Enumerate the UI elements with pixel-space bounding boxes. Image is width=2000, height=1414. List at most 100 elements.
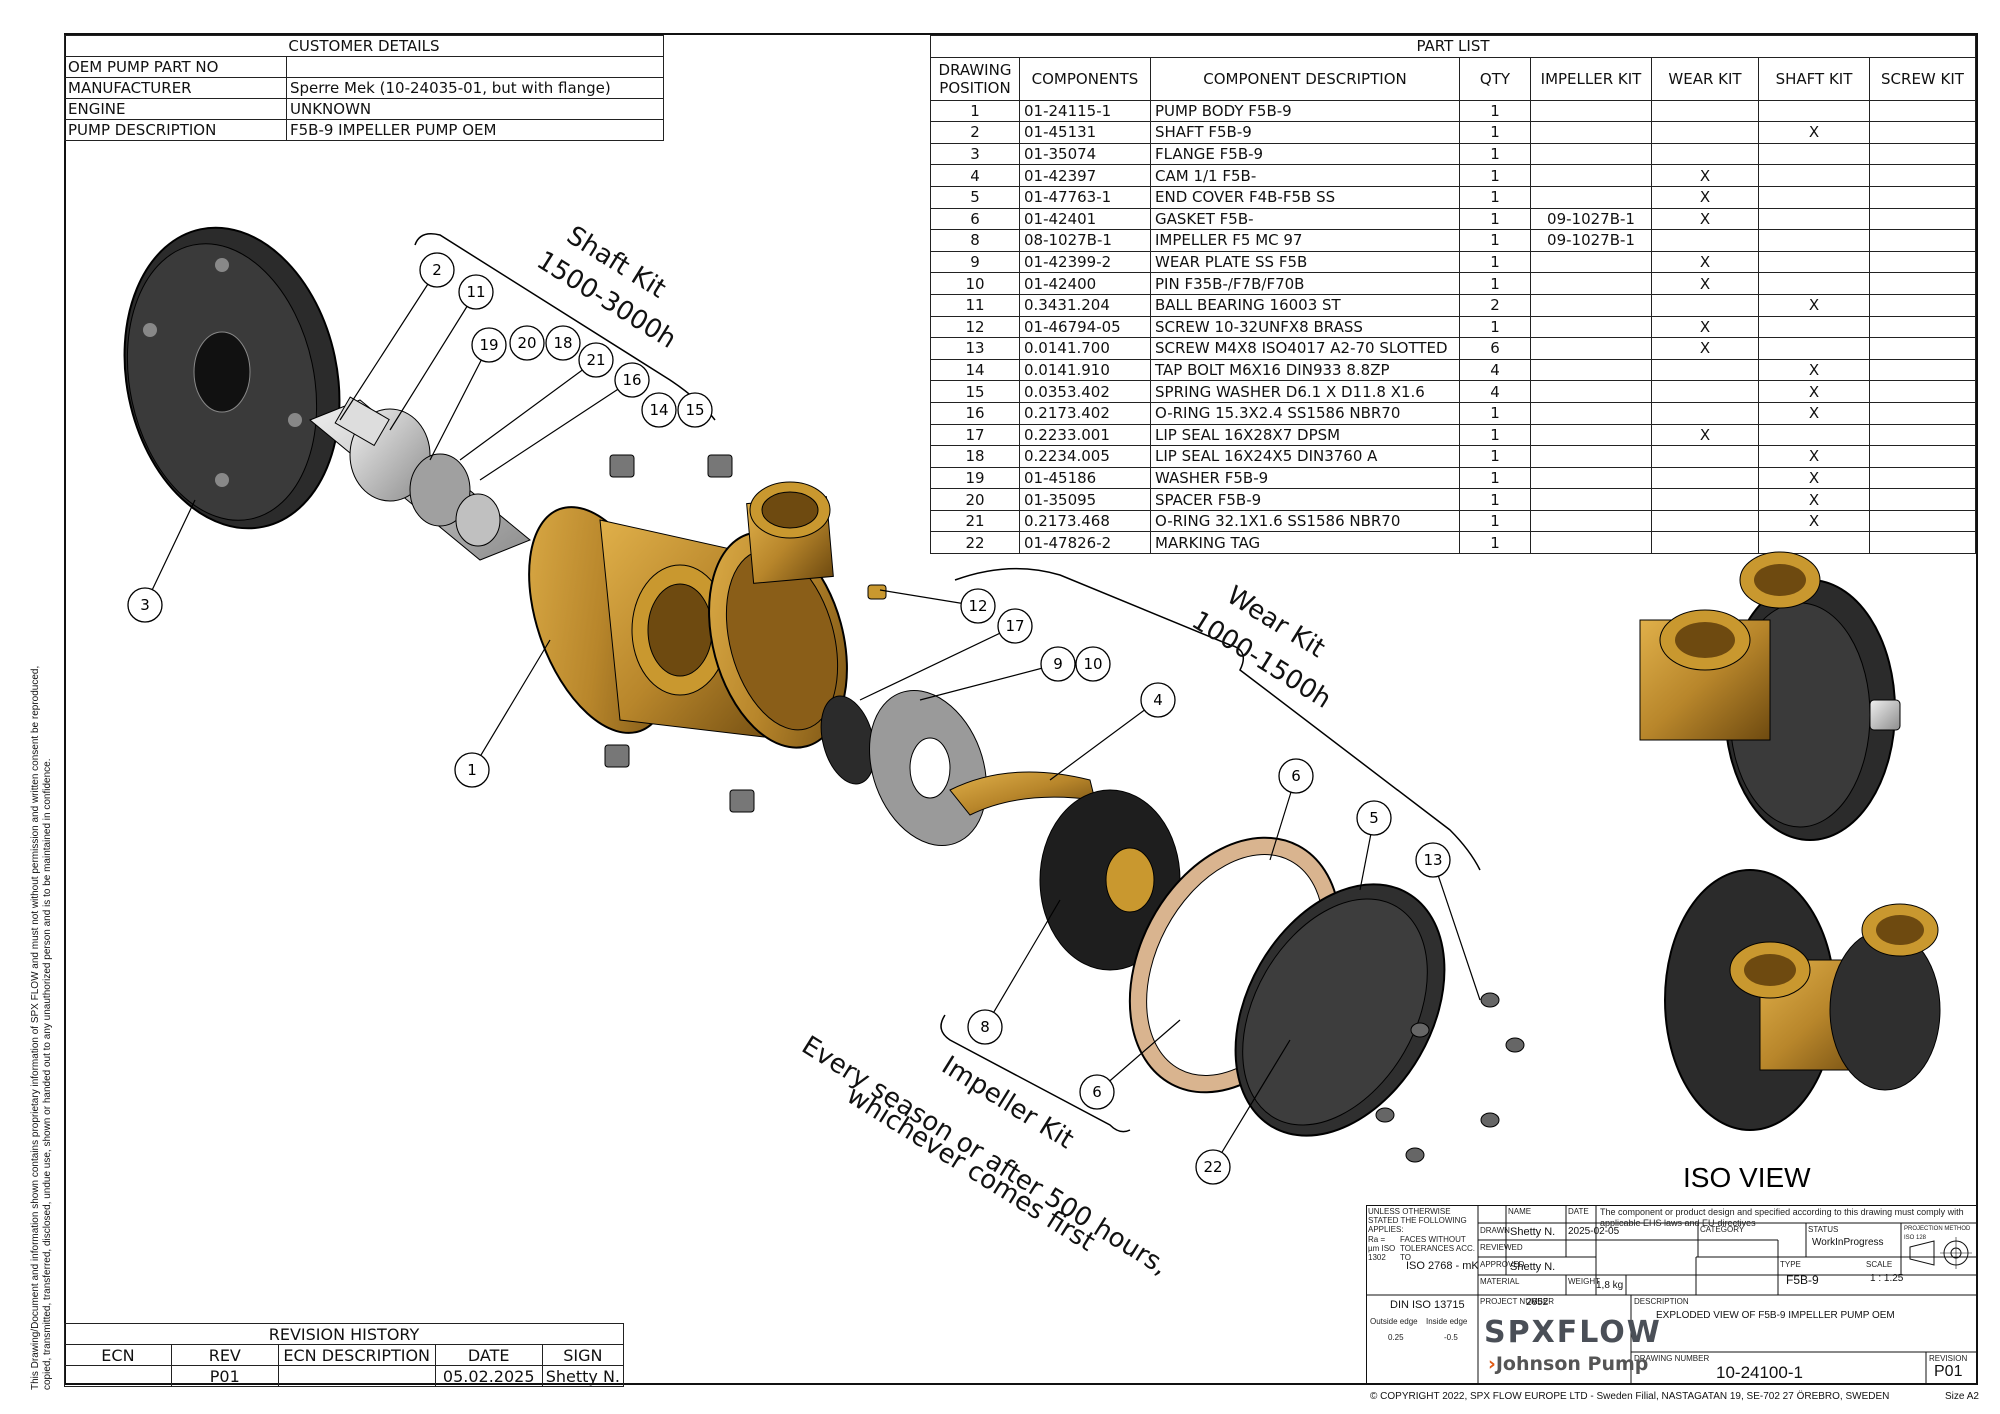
part-cell: GASKET F5B-: [1150, 207, 1460, 231]
balloon-circle: [458, 274, 494, 310]
part-cell: 01-45186: [1019, 466, 1151, 490]
balloon-circle: [641, 392, 677, 428]
balloon-circle: [419, 252, 455, 288]
part-cell: BALL BEARING 16003 ST: [1150, 293, 1460, 317]
balloon-circle: [127, 587, 163, 623]
customer-details-table: CUSTOMER DETAILS OEM PUMP PART NO MANUFA…: [64, 35, 664, 141]
tb-type: F5B-9: [1786, 1273, 1819, 1287]
balloon-circle: [454, 752, 490, 788]
tb-approved-name: Shetty N.: [1510, 1261, 1556, 1273]
shaft-part: [309, 396, 531, 561]
rev-cell: P01: [170, 1365, 279, 1387]
tb-drawn-date: 2025-02-05: [1568, 1226, 1620, 1237]
tb-project-label: PROJECT NUMBER: [1480, 1297, 1555, 1306]
balloon-number: 22: [1203, 1158, 1222, 1176]
part-cell: 01-46794-05: [1019, 315, 1151, 339]
cover-screws: [1375, 992, 1525, 1163]
col-header: IMPELLER KIT: [1530, 56, 1652, 101]
size-value: A2: [1966, 1391, 1979, 1402]
col-header: QTY: [1459, 56, 1531, 101]
tb-faces: FACES WITHOUT TOLERANCES ACC. TO: [1400, 1235, 1475, 1262]
tb-status-label: STATUS: [1808, 1225, 1839, 1234]
cust-label: MANUFACTURER: [64, 77, 287, 99]
balloon-number: 2: [432, 261, 442, 279]
balloon-number: 4: [1153, 691, 1163, 709]
tb-type-label: TYPE: [1780, 1260, 1801, 1269]
balloon-circle: [545, 325, 581, 361]
part-cell: 0.0141.910: [1019, 358, 1151, 382]
part-list-title: PART LIST: [930, 35, 1976, 58]
col-header: WEAR KIT: [1651, 56, 1759, 101]
part-cell: [1869, 142, 1976, 166]
tb-material-label: MATERIAL: [1480, 1277, 1520, 1286]
balloon-circle: [1195, 1149, 1231, 1185]
balloon-circle: [677, 392, 713, 428]
balloon-number: 19: [479, 336, 498, 354]
tb-din: DIN ISO 13715: [1390, 1299, 1465, 1311]
part-cell: 0.2234.005: [1019, 445, 1151, 468]
balloon-number: 3: [140, 596, 150, 614]
part-cell: 20: [930, 488, 1020, 511]
part-cell: 0.2233.001: [1019, 423, 1151, 447]
balloon-number: 13: [1423, 851, 1442, 869]
part-cell: WASHER F5B-9: [1150, 466, 1460, 490]
tb-iso2768: ISO 2768 - mK: [1406, 1260, 1479, 1272]
part-cell: X: [1651, 207, 1759, 231]
end-cover-part: [1234, 883, 1446, 1137]
part-cell: 1: [1459, 229, 1531, 252]
cust-value: F5B-9 IMPELLER PUMP OEM: [286, 119, 664, 141]
balloon-circle: [960, 588, 996, 624]
part-cell: 0.2173.402: [1019, 401, 1151, 425]
tb-outside-edge: Outside edge: [1370, 1317, 1418, 1326]
balloon-number: 10: [1083, 655, 1102, 673]
balloon-number: 20: [517, 334, 536, 352]
part-cell: 08-1027B-1: [1019, 229, 1151, 252]
part-cell: SCREW M4X8 ISO4017 A2-70 SLOTTED: [1150, 337, 1460, 360]
tb-revision-label: REVISION: [1929, 1354, 1968, 1363]
impeller-part: [1039, 789, 1181, 971]
balloon-circle: [578, 342, 614, 378]
part-cell: 22: [930, 531, 1020, 555]
part-cell: LIP SEAL 16X24X5 DIN3760 A: [1150, 445, 1460, 468]
part-cell: END COVER F4B-F5B SS: [1150, 185, 1460, 209]
balloon-circle: [1079, 1074, 1115, 1110]
tb-reviewed-label: REVIEWED: [1480, 1243, 1523, 1252]
part-cell: 09-1027B-1: [1530, 207, 1652, 231]
tb-projection-label: PROJECTION METHOD ISO 128: [1904, 1226, 1971, 1241]
balloon-circle: [1356, 800, 1392, 836]
part-cell: [1869, 164, 1976, 187]
part-cell: PUMP BODY F5B-9: [1150, 99, 1460, 123]
balloon-number: 16: [622, 371, 641, 389]
part-cell: 0.0141.700: [1019, 337, 1151, 360]
tb-inside-edge: Inside edge: [1426, 1317, 1468, 1326]
balloon-circle: [1140, 682, 1176, 718]
tb-name-label: NAME: [1508, 1207, 1532, 1216]
tb-drawing-number-label: DRAWING NUMBER: [1634, 1354, 1710, 1363]
balloon-circle: [509, 325, 545, 361]
title-block: UNLESS OTHERWISE STATED THE FOLLOWING AP…: [1366, 1205, 1978, 1385]
part-cell: 8: [930, 229, 1020, 252]
balloon-number: 18: [553, 334, 572, 352]
balloon-circle: [1278, 758, 1314, 794]
tb-date-label: DATE: [1568, 1207, 1589, 1216]
tb-drawing-number: 10-24100-1: [1716, 1363, 1803, 1382]
tb-category-label: CATEGORY: [1700, 1225, 1745, 1234]
part-cell: 01-47763-1: [1019, 185, 1151, 209]
tb-description: EXPLODED VIEW OF F5B-9 IMPELLER PUMP OEM: [1656, 1310, 1895, 1321]
balloon-number: 9: [1053, 655, 1063, 673]
part-cell: LIP SEAL 16X28X7 DPSM: [1150, 423, 1460, 447]
part-cell: [1869, 531, 1976, 555]
